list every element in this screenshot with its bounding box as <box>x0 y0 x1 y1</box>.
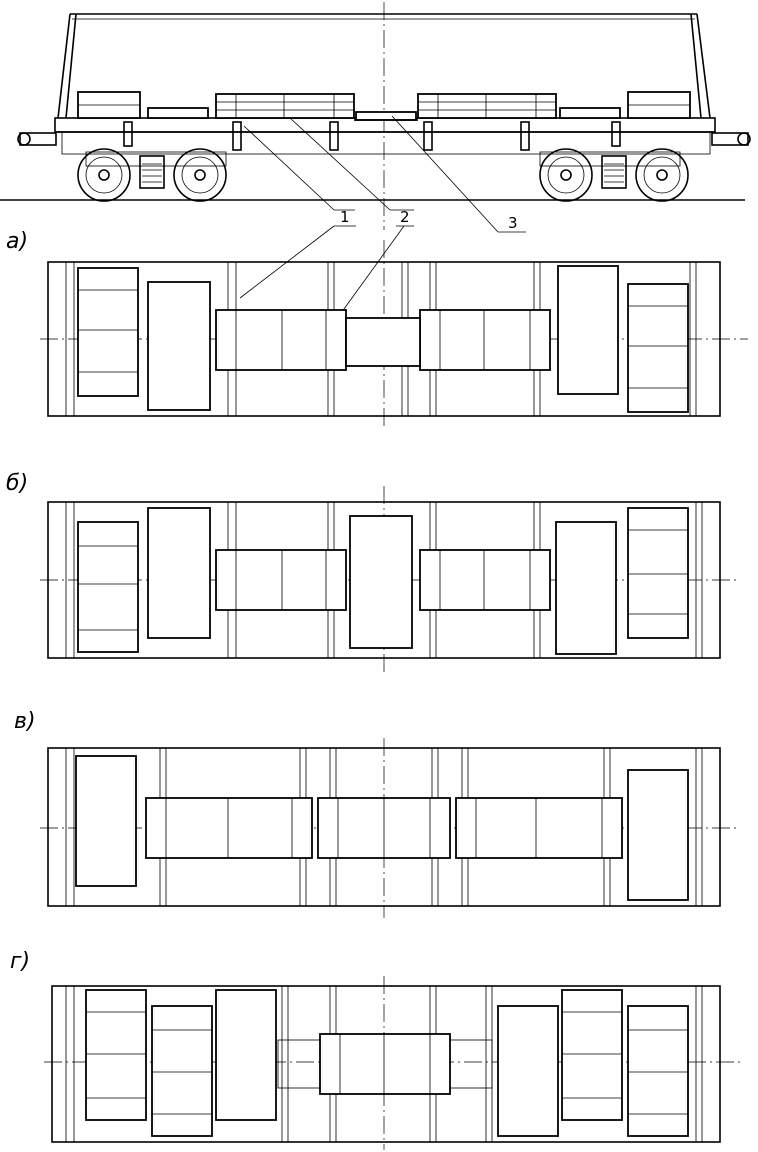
panel-label-b: б) <box>6 471 28 496</box>
callout-2: 2 <box>400 208 410 226</box>
coupler-left <box>17 132 57 146</box>
plan-view-b <box>40 486 740 672</box>
callout-1: 1 <box>340 208 350 226</box>
side-loads <box>77 91 691 121</box>
callout-3: 3 <box>508 214 518 232</box>
bogie-right <box>539 148 689 202</box>
plan-view-d <box>44 976 740 1150</box>
supports <box>123 121 621 151</box>
wagon-side-view: 1 2 3 <box>0 2 751 321</box>
coupler-right <box>711 132 751 146</box>
panel-label-a: а) <box>6 229 28 254</box>
wagon-body <box>54 13 716 155</box>
bogie-left <box>77 148 227 202</box>
plan-view-c <box>40 738 740 918</box>
panel-label-d: г) <box>10 949 30 974</box>
panel-label-c: в) <box>14 709 36 734</box>
leader-lines <box>239 115 526 321</box>
plan-view-a <box>40 240 748 428</box>
